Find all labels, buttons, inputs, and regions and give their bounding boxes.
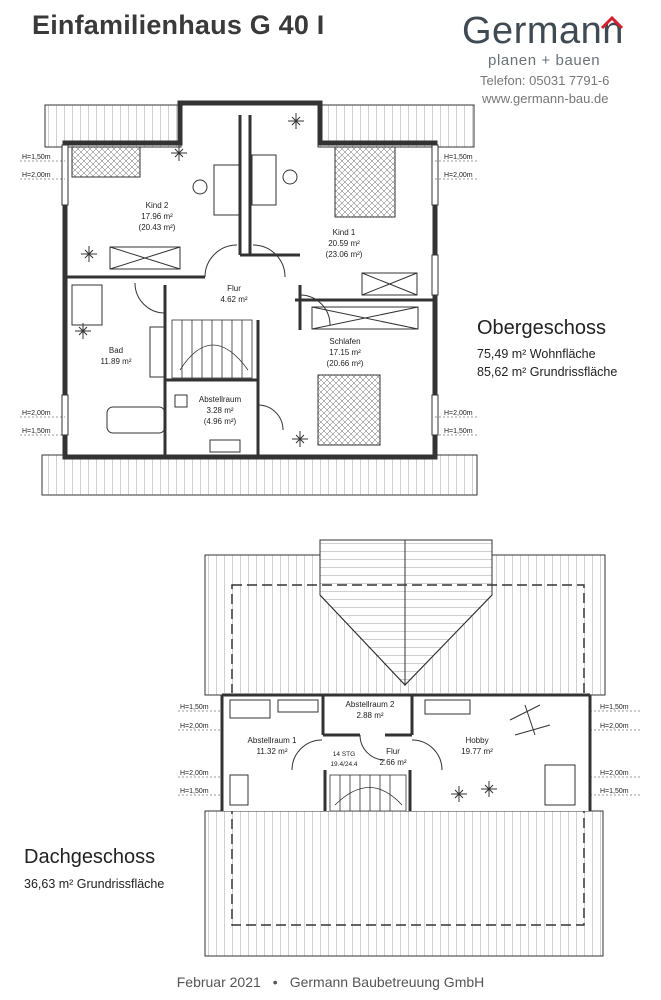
- height-label: H=1,50m: [600, 704, 629, 711]
- attic-walls: [220, 693, 592, 811]
- room-area: 17.96 m²: [141, 212, 173, 221]
- roof-eave-top-right: [317, 104, 475, 148]
- attic-plant-icons: [451, 781, 497, 802]
- footer-date: Februar 2021: [176, 974, 261, 990]
- company-website: www.germann-bau.de: [482, 91, 609, 106]
- footer-separator: •: [272, 974, 278, 990]
- height-label: H=1,50m: [180, 788, 209, 795]
- room-name: Bad: [109, 346, 123, 355]
- staircase: [171, 319, 253, 379]
- footer: Februar 2021 • Germann Baubetreuung GmbH: [0, 974, 661, 990]
- upper-floor-area: 85,62 m² Grundrissfläche: [477, 365, 618, 379]
- attic-height-lines: [178, 710, 640, 796]
- attic-furniture: [229, 699, 576, 806]
- height-label: H=2,00m: [22, 410, 51, 417]
- attic-door-swings: [291, 734, 443, 771]
- height-label: H=2,00m: [444, 172, 473, 179]
- logo-roof-icon: [600, 15, 624, 30]
- height-label: H=1,50m: [600, 788, 629, 795]
- attic-floor-area: 36,63 m² Grundrissfläche: [24, 877, 165, 891]
- height-label: H=1,50m: [444, 428, 473, 435]
- attic-floor-name: Dachgeschoss: [24, 846, 156, 868]
- upper-living-area: 75,49 m² Wohnfläche: [477, 347, 596, 361]
- height-label: H=2,00m: [180, 770, 209, 777]
- room-name: Abstellraum: [199, 395, 242, 404]
- stairs-ratio: 19.4/24.4: [330, 761, 357, 768]
- upper-floor-plan: Kind 2 17.96 m² (20.43 m²) Kind 1 20.59 …: [20, 100, 478, 496]
- upper-height-markers: H=1,50m H=2,00m H=2,00m H=1,50m H=1,50m …: [22, 154, 473, 435]
- height-label: H=1,50m: [22, 428, 51, 435]
- room-gross-area: (20.43 m²): [139, 223, 176, 232]
- roof-eave-bottom: [41, 454, 478, 496]
- room-area: 19.77 m²: [461, 747, 493, 756]
- height-label: H=1,50m: [444, 154, 473, 161]
- height-label: H=1,50m: [22, 154, 51, 161]
- room-area: 4.62 m²: [220, 295, 247, 304]
- room-name: Schlafen: [329, 337, 360, 346]
- room-gross-area: (23.06 m²): [326, 250, 363, 259]
- room-name: Kind 1: [333, 228, 356, 237]
- room-area: 3.28 m²: [206, 406, 233, 415]
- stairs-count: 14 STG: [333, 751, 355, 758]
- outer-walls: [62, 100, 438, 460]
- room-area: 2.66 m²: [379, 758, 406, 767]
- height-label: H=2,00m: [600, 770, 629, 777]
- room-gross-area: (20.66 m²): [327, 359, 364, 368]
- attic-height-markers: H=1,50m H=2,00m H=2,00m H=1,50m H=1,50m …: [180, 704, 629, 795]
- attic-stairs-labels: 14 STG 19.4/24.4: [330, 751, 357, 768]
- room-area: 2.88 m²: [356, 711, 383, 720]
- room-area: 11.32 m²: [257, 747, 288, 756]
- room-area: 11.89 m²: [101, 357, 132, 366]
- upper-room-labels: Kind 2 17.96 m² (20.43 m²) Kind 1 20.59 …: [101, 201, 364, 426]
- door-swings: [134, 244, 331, 431]
- height-lines: [20, 160, 478, 436]
- room-gross-area: (4.96 m²): [204, 417, 237, 426]
- company-phone: Telefon: 05031 7791-6: [480, 73, 610, 88]
- height-label: H=2,00m: [600, 723, 629, 730]
- height-label: H=2,00m: [180, 723, 209, 730]
- upper-floor-name: Obergeschoss: [477, 317, 606, 339]
- attic-room-labels: Abstellraum 2 2.88 m² Abstellraum 1 11.3…: [248, 700, 494, 767]
- room-area: 17.15 m²: [329, 348, 361, 357]
- room-name: Abstellraum 2: [346, 700, 395, 709]
- height-label: H=2,00m: [444, 410, 473, 417]
- room-area: 20.59 m²: [328, 239, 360, 248]
- dormer-right: [404, 539, 493, 687]
- furniture: [71, 146, 419, 453]
- room-name: Kind 2: [146, 201, 169, 210]
- room-name: Flur: [386, 747, 400, 756]
- room-name: Flur: [227, 284, 241, 293]
- plant-icons: [75, 113, 308, 447]
- company-logo: Germann planen + bauen Telefon: 05031 77…: [458, 10, 653, 110]
- attic-plan: Abstellraum 2 2.88 m² Abstellraum 1 11.3…: [178, 539, 640, 957]
- roof-lower: [204, 810, 604, 957]
- page-title: Einfamilienhaus G 40 I: [32, 10, 325, 40]
- height-label: H=1,50m: [180, 704, 209, 711]
- attic-staircase: [329, 774, 407, 812]
- room-name: Hobby: [465, 736, 488, 745]
- room-name: Abstellraum 1: [248, 736, 297, 745]
- logo-wordmark: Germann: [462, 10, 624, 52]
- footer-company: Germann Baubetreuung GmbH: [289, 974, 485, 990]
- height-label: H=2,00m: [22, 172, 51, 179]
- logo-tagline: planen + bauen: [488, 52, 601, 69]
